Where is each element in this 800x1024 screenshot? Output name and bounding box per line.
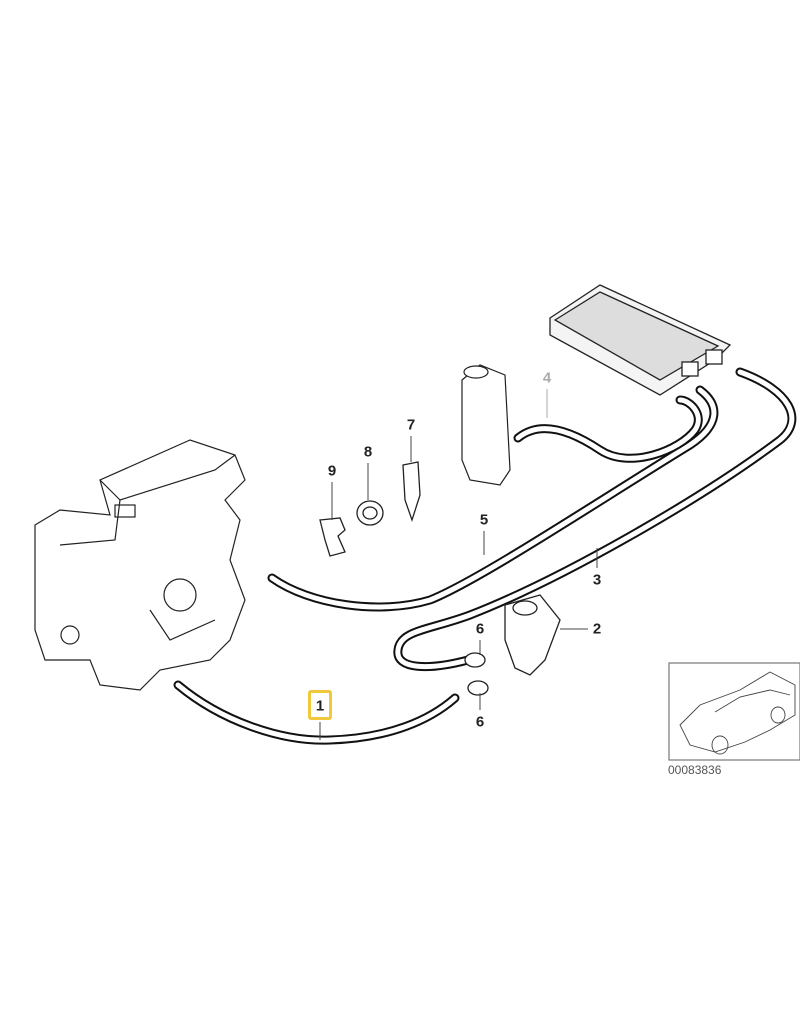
hoses <box>173 367 797 745</box>
part-label-3[interactable]: 3 <box>592 571 602 589</box>
small-parts <box>319 461 561 696</box>
part-label-6-bottom[interactable]: 6 <box>475 713 485 731</box>
engine-block <box>34 439 246 691</box>
part-label-1[interactable]: 1 <box>315 697 325 715</box>
part-label-5[interactable]: 5 <box>479 511 489 529</box>
part-label-2[interactable]: 2 <box>592 620 602 638</box>
expansion-tank <box>461 364 511 486</box>
valve-2 <box>504 594 561 676</box>
car-thumbnail <box>668 662 800 761</box>
heater-core <box>549 284 732 396</box>
highlight-box <box>308 690 332 720</box>
holder-7 <box>402 461 421 523</box>
part-label-7[interactable]: 7 <box>406 416 416 434</box>
clamp-6a <box>464 652 486 668</box>
part-label-9[interactable]: 9 <box>327 462 337 480</box>
clip-9 <box>319 517 346 557</box>
leader-lines <box>319 389 598 740</box>
part-label-4[interactable]: 4 <box>542 369 552 387</box>
diagram-code: 00083836 <box>668 763 722 777</box>
clamp-6b <box>467 680 489 696</box>
part-label-8[interactable]: 8 <box>363 443 373 461</box>
part-label-6-top[interactable]: 6 <box>475 620 485 638</box>
